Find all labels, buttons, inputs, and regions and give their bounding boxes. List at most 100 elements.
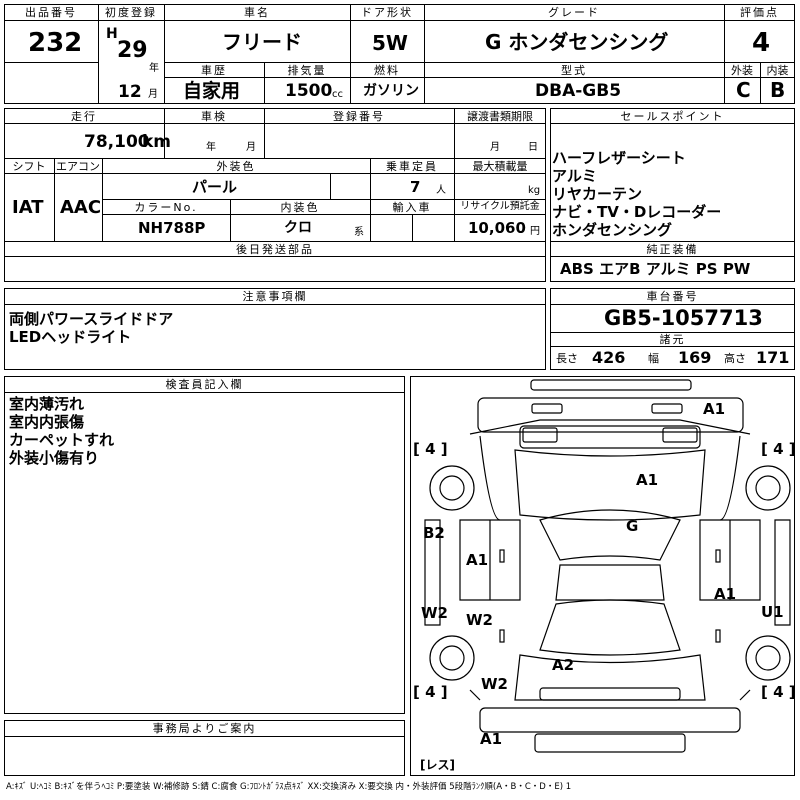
recycle-unit: 円 bbox=[530, 226, 540, 237]
mileage: 78,100 bbox=[84, 132, 150, 152]
capacity-label: 乗車定員 bbox=[386, 160, 438, 173]
damage-mark-windshield: G bbox=[626, 517, 639, 535]
width: 169 bbox=[678, 348, 712, 367]
interior-label: 内装 bbox=[766, 64, 789, 77]
damage-mark-left-front-fender: B2 bbox=[423, 524, 445, 542]
model: DBA-GB5 bbox=[535, 81, 622, 101]
damage-mark-hood: A1 bbox=[636, 471, 659, 489]
chassis-block bbox=[550, 288, 795, 370]
inspection-month-unit: 月 bbox=[246, 142, 256, 153]
inspector-item: 室内薄汚れ bbox=[9, 395, 85, 413]
aircon-label: エアコン bbox=[56, 160, 100, 173]
interior-color-label: 内装色 bbox=[280, 201, 320, 214]
note-item: LEDヘッドライト bbox=[9, 328, 132, 346]
damage-mark-right-rear-fender: U1 bbox=[761, 603, 784, 621]
sales-point-list: ハーフレザーシート アルミ リヤカーテン ナビ・TV・Dレコーダー ホンダセンシ… bbox=[552, 149, 721, 239]
mileage-label: 走行 bbox=[71, 110, 97, 123]
displacement-unit: cc bbox=[332, 89, 343, 100]
fuel: ガソリン bbox=[363, 83, 419, 99]
damage-mark-rear-bumper: A1 bbox=[480, 730, 503, 748]
recycle-deposit: 10,060 bbox=[468, 219, 526, 237]
sales-point-label: セールスポイント bbox=[620, 110, 725, 123]
exterior-color-label: 外装色 bbox=[216, 160, 256, 173]
later-parts-label: 後日発送部品 bbox=[236, 243, 314, 256]
registration-year: 29 bbox=[117, 38, 148, 63]
interior-grade: B bbox=[770, 78, 786, 102]
notes-block bbox=[4, 288, 546, 370]
inspection-year-unit: 年 bbox=[206, 142, 216, 153]
office-label: 事務局よりご案内 bbox=[152, 722, 257, 735]
rear-note: [レス] bbox=[420, 758, 455, 772]
damage-mark-roof-rear: A2 bbox=[552, 656, 575, 674]
tire-front-left: [ 4 ] bbox=[413, 440, 448, 458]
shift: IAT bbox=[12, 197, 44, 218]
inspector-item: カーペットすれ bbox=[9, 431, 115, 449]
transfer-day-unit: 日 bbox=[528, 142, 538, 153]
length-label: 長さ bbox=[556, 352, 578, 365]
damage-mark-left-rear-door: W2 bbox=[421, 604, 448, 622]
details-block bbox=[4, 108, 546, 282]
year-unit: 年 bbox=[149, 63, 159, 74]
history: 自家用 bbox=[183, 80, 241, 102]
damage-mark-left-sill: W2 bbox=[466, 611, 493, 629]
fuel-label: 燃料 bbox=[374, 64, 400, 77]
height-label: 高さ bbox=[724, 352, 746, 365]
aircon: AAC bbox=[60, 197, 102, 218]
inspector-block bbox=[4, 376, 405, 714]
door-label: ドア形状 bbox=[361, 6, 413, 19]
import-label: 輸入車 bbox=[392, 201, 432, 214]
color-number-label: カラーNo. bbox=[134, 201, 198, 214]
recycle-label: リサイクル預託金 bbox=[460, 201, 540, 212]
interior-color: クロ bbox=[284, 220, 312, 236]
tire-rear-right: [ 4 ] bbox=[761, 683, 796, 701]
exterior-label: 外装 bbox=[731, 64, 753, 77]
length: 426 bbox=[592, 348, 626, 367]
legend: A:ｷｽﾞ U:ﾍｺﾐ B:ｷｽﾞを伴うﾍｺﾐ P:要塗装 W:補修跡 S:錆 … bbox=[6, 782, 572, 792]
capacity-unit: 人 bbox=[436, 185, 446, 196]
score-label: 評価点 bbox=[740, 6, 779, 19]
notes-label: 注意事項欄 bbox=[242, 290, 308, 303]
lot-number: 232 bbox=[28, 28, 83, 58]
first-registration-label: 初度登録 bbox=[105, 6, 157, 19]
chassis-number-label: 車台番号 bbox=[646, 290, 699, 303]
displacement: 1500 bbox=[285, 81, 333, 101]
equipment: ABS エアB アルミ PS PW bbox=[560, 260, 751, 278]
width-label: 幅 bbox=[648, 352, 659, 365]
transfer-month-unit: 月 bbox=[490, 142, 500, 153]
grade-label: グレード bbox=[548, 6, 600, 19]
mileage-unit: km bbox=[142, 132, 172, 152]
specs-label: 諸元 bbox=[659, 333, 686, 346]
damage-mark-left-front-door: A1 bbox=[466, 551, 489, 569]
equipment-label: 純正装備 bbox=[646, 243, 699, 256]
tire-front-right: [ 4 ] bbox=[761, 440, 796, 458]
interior-color-unit: 系 bbox=[354, 227, 364, 238]
sales-point-item: ホンダセンシング bbox=[552, 221, 673, 239]
model-label: 型式 bbox=[561, 64, 587, 77]
exterior-color: パール bbox=[192, 178, 238, 196]
inspector-list: 室内薄汚れ 室内内張傷 カーペットすれ 外装小傷有り bbox=[9, 395, 114, 467]
era: H bbox=[106, 26, 118, 42]
sales-point-item: ハーフレザーシート bbox=[552, 149, 686, 167]
color-number: NH788P bbox=[138, 219, 206, 237]
exterior-grade: C bbox=[736, 78, 751, 102]
capacity: 7 bbox=[410, 178, 421, 196]
damage-mark-right-rear-door: A1 bbox=[714, 585, 737, 603]
history-label: 車歴 bbox=[201, 64, 227, 77]
shift-label: シフト bbox=[12, 160, 46, 173]
damage-mark-left-rear: W2 bbox=[481, 675, 508, 693]
registration-month: 12 bbox=[118, 82, 142, 102]
inspector-label: 検査員記入欄 bbox=[165, 378, 244, 391]
max-load-label: 最大積載量 bbox=[472, 160, 528, 173]
sales-point-item: ナビ・TV・Dレコーダー bbox=[552, 203, 722, 221]
inspection-label: 車検 bbox=[201, 110, 227, 123]
registration-number-label: 登録番号 bbox=[333, 110, 385, 123]
chassis-number: GB5-1057713 bbox=[604, 306, 763, 330]
car-name: フリード bbox=[222, 30, 302, 54]
height: 171 bbox=[756, 348, 790, 367]
vehicle-diagram bbox=[410, 376, 795, 776]
door-type: 5W bbox=[372, 31, 408, 55]
lot-number-label: 出品番号 bbox=[25, 6, 77, 19]
score: 4 bbox=[752, 28, 771, 58]
tire-rear-left: [ 4 ] bbox=[413, 683, 448, 701]
